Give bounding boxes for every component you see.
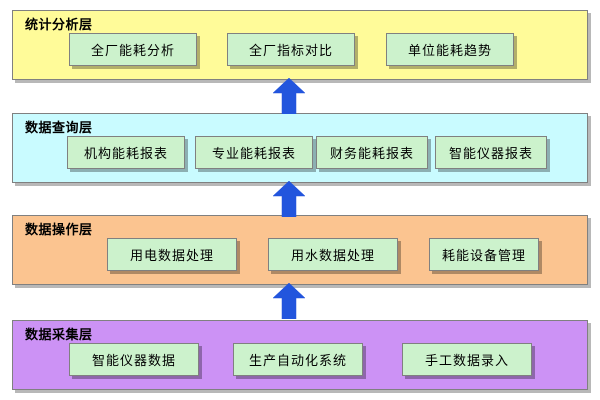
node-label: 生产自动化系统 — [248, 354, 347, 369]
node-statistics-2[interactable]: 单位能耗趋势 — [386, 33, 514, 66]
node-query-3[interactable]: 智能仪器报表 — [435, 136, 547, 169]
node-query-0[interactable]: 机构能耗报表 — [67, 136, 185, 169]
node-collection-1[interactable]: 生产自动化系统 — [233, 343, 363, 376]
node-label: 用水数据处理 — [290, 249, 375, 264]
node-query-2[interactable]: 财务能耗报表 — [316, 136, 428, 169]
layer-band-collection: 数据采集层 智能仪器数据 生产自动化系统 手工数据录入 — [12, 320, 588, 390]
arrow-up-icon-query-to-statistics — [272, 78, 306, 114]
layer-title-query: 数据查询层 — [25, 121, 93, 136]
node-label: 全厂能耗分析 — [90, 44, 175, 59]
node-label: 耗能设备管理 — [441, 249, 526, 264]
node-label: 用电数据处理 — [129, 249, 214, 264]
node-statistics-0[interactable]: 全厂能耗分析 — [69, 33, 197, 66]
layer-title-statistics: 统计分析层 — [25, 18, 93, 33]
layer-band-query: 数据查询层 机构能耗报表 专业能耗报表 财务能耗报表 智能仪器报表 — [12, 113, 588, 183]
layer-band-operation: 数据操作层 用电数据处理 用水数据处理 耗能设备管理 — [12, 215, 588, 285]
arrow-up-icon-collection-to-operation — [272, 283, 306, 319]
layer-title-collection: 数据采集层 — [25, 328, 93, 343]
node-query-1[interactable]: 专业能耗报表 — [195, 136, 313, 169]
node-statistics-1[interactable]: 全厂指标对比 — [227, 33, 355, 66]
node-label: 全厂指标对比 — [248, 44, 333, 59]
node-operation-0[interactable]: 用电数据处理 — [107, 238, 237, 271]
node-operation-1[interactable]: 用水数据处理 — [268, 238, 398, 271]
node-label: 专业能耗报表 — [211, 147, 296, 162]
node-label: 机构能耗报表 — [83, 147, 168, 162]
node-operation-2[interactable]: 耗能设备管理 — [429, 238, 539, 271]
node-collection-0[interactable]: 智能仪器数据 — [69, 343, 199, 376]
arrow-up-icon-operation-to-query — [272, 181, 306, 217]
node-label: 手工数据录入 — [424, 354, 509, 369]
node-label: 单位能耗趋势 — [407, 44, 492, 59]
node-collection-2[interactable]: 手工数据录入 — [402, 343, 532, 376]
layer-title-operation: 数据操作层 — [25, 223, 93, 238]
layer-band-statistics: 统计分析层 全厂能耗分析 全厂指标对比 单位能耗趋势 — [12, 10, 588, 80]
node-label: 财务能耗报表 — [329, 147, 414, 162]
node-label: 智能仪器数据 — [91, 354, 176, 369]
node-label: 智能仪器报表 — [448, 147, 533, 162]
